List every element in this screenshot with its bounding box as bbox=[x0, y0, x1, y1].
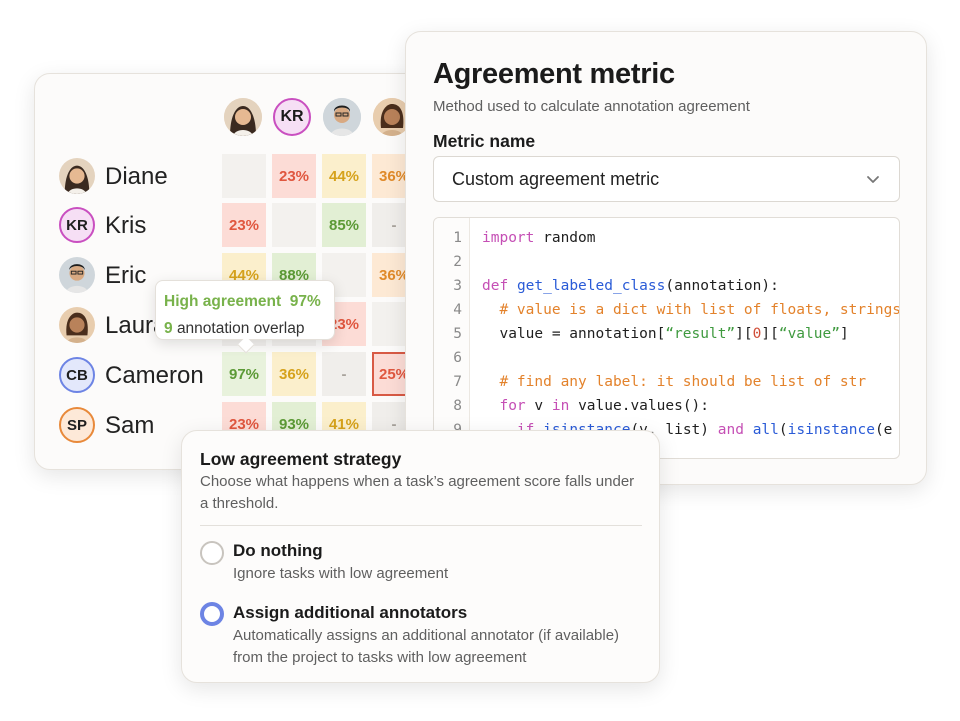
avatar-eric[interactable] bbox=[323, 98, 361, 136]
code-line: for v in value.values(): bbox=[499, 398, 710, 414]
diane-photo-icon bbox=[224, 98, 262, 136]
code-line: import random bbox=[482, 230, 596, 246]
agreement-metric-card: Agreement metric Method used to calculat… bbox=[405, 31, 927, 485]
avatar-kris[interactable]: KR bbox=[273, 98, 311, 136]
matrix-cell[interactable] bbox=[222, 154, 266, 198]
matrix-cell[interactable] bbox=[272, 203, 316, 247]
tooltip-suffix: annotation overlap bbox=[176, 320, 305, 337]
avatar-laura[interactable] bbox=[59, 307, 95, 343]
code-line: value = annotation[“result”][0][“value”] bbox=[482, 326, 849, 342]
diane-photo-icon bbox=[59, 158, 95, 194]
matrix-cell[interactable]: 97% bbox=[222, 352, 266, 396]
option-desc-do-nothing: Ignore tasks with low agreement bbox=[233, 565, 449, 582]
matrix-cell[interactable]: 44% bbox=[322, 154, 366, 198]
avatar-diane[interactable] bbox=[59, 158, 95, 194]
avatar-cameron[interactable]: CB bbox=[59, 357, 95, 393]
matrix-cell[interactable]: - bbox=[322, 352, 366, 396]
code-line: # value is a dict with list of floats, s… bbox=[499, 302, 900, 318]
matrix-cell[interactable]: 23% bbox=[222, 203, 266, 247]
avatar-kris[interactable]: KR bbox=[59, 207, 95, 243]
code-editor[interactable]: 1 2 3 4 5 6 7 8 9 import random # value … bbox=[433, 217, 900, 459]
line-number: 8 bbox=[453, 398, 462, 414]
tooltip-count: 9 bbox=[164, 320, 173, 337]
option-title-assign-additional[interactable]: Assign additional annotators bbox=[233, 603, 468, 622]
metric-subtitle: Method used to calculate annotation agre… bbox=[433, 98, 750, 115]
matrix-cell[interactable]: 23% bbox=[272, 154, 316, 198]
tooltip-value: 97% bbox=[289, 293, 321, 310]
metric-name-label: Metric name bbox=[433, 131, 536, 151]
avatar-diane[interactable] bbox=[224, 98, 262, 136]
radio-do-nothing[interactable] bbox=[200, 541, 224, 565]
avatar-sam[interactable]: SP bbox=[59, 407, 95, 443]
row-name-cameron: Cameron bbox=[105, 362, 204, 389]
line-number: 5 bbox=[453, 326, 462, 342]
agreement-matrix-card: KR Diane 23% 44% 36% KR Kris 23% 85% - E… bbox=[34, 73, 454, 470]
low-agreement-strategy-card: Low agreement strategy Choose what happe… bbox=[181, 430, 660, 683]
matrix-cell[interactable]: 36% bbox=[272, 352, 316, 396]
matrix-cell[interactable]: 44% bbox=[222, 253, 266, 297]
metric-title: Agreement metric bbox=[433, 58, 675, 90]
line-number: 4 bbox=[453, 302, 462, 318]
code-line: def get_labeled_class(annotation): bbox=[482, 278, 779, 294]
option-desc-assign-additional: Automatically assigns an additional anno… bbox=[233, 627, 620, 666]
strategy-description: Choose what happens when a task’s agreem… bbox=[200, 473, 635, 512]
metric-name-select[interactable]: Custom agreement metric bbox=[433, 156, 900, 202]
eric-photo-icon bbox=[323, 98, 361, 136]
chevron-down-icon bbox=[867, 176, 879, 183]
matrix-cell[interactable]: 85% bbox=[322, 203, 366, 247]
row-name-sam: Sam bbox=[105, 412, 155, 439]
line-number-gutter: 1 2 3 4 5 6 7 8 9 bbox=[434, 218, 470, 458]
code-line: # find any label: it should be list of s… bbox=[499, 374, 867, 390]
row-name-diane: Diane bbox=[105, 163, 168, 190]
line-number: 1 bbox=[453, 230, 462, 246]
radio-assign-additional-annotators[interactable] bbox=[200, 602, 224, 626]
avatar-initials: SP bbox=[66, 416, 87, 434]
avatar-initials: KR bbox=[66, 216, 88, 234]
metric-selected-value: Custom agreement metric bbox=[452, 168, 660, 189]
row-name-eric: Eric bbox=[105, 262, 147, 289]
laura-photo-icon bbox=[373, 98, 411, 136]
avatar-initials: KR bbox=[280, 108, 304, 125]
eric-photo-icon bbox=[59, 257, 95, 293]
divider bbox=[200, 525, 642, 526]
tooltip-overlap-line: 9 annotation overlap bbox=[164, 315, 326, 342]
line-number: 6 bbox=[453, 350, 462, 366]
row-name-kris: Kris bbox=[105, 212, 147, 239]
agreement-tooltip: High agreement 97% 9 annotation overlap bbox=[155, 280, 335, 354]
tooltip-label: High agreement bbox=[164, 293, 282, 310]
avatar-initials: CB bbox=[66, 366, 88, 384]
line-number: 7 bbox=[453, 374, 462, 390]
tooltip-agreement-line: High agreement 97% bbox=[164, 288, 326, 315]
option-title-do-nothing[interactable]: Do nothing bbox=[233, 541, 323, 560]
laura-photo-icon bbox=[59, 307, 95, 343]
line-number: 3 bbox=[453, 278, 462, 294]
line-number: 2 bbox=[453, 254, 462, 270]
avatar-laura[interactable] bbox=[373, 98, 411, 136]
avatar-eric[interactable] bbox=[59, 257, 95, 293]
strategy-title: Low agreement strategy bbox=[200, 449, 402, 469]
